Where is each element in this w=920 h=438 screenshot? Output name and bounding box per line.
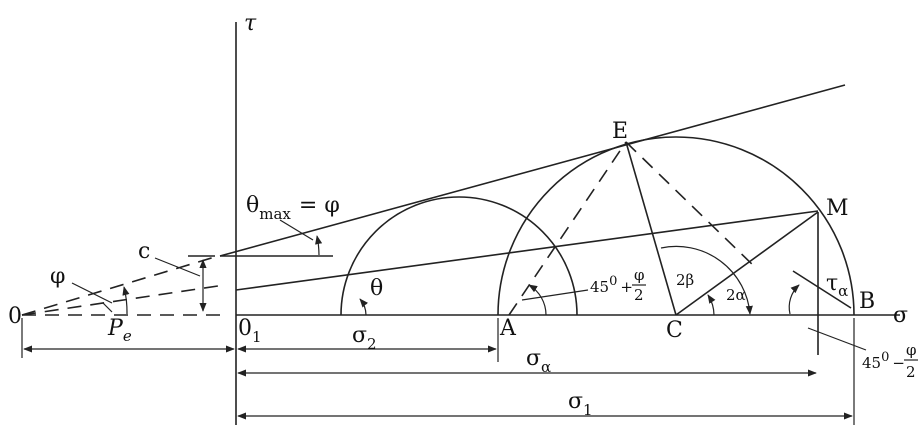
tau-axis-label: τ — [244, 11, 257, 36]
pe-label: Pe — [107, 316, 132, 345]
envelope-line-upper — [219, 84, 846, 257]
phi-angle-arc — [122, 286, 130, 315]
theta-angle-arc — [359, 298, 368, 316]
2alpha-label: 2α — [726, 286, 746, 304]
sigma-axis-label: σ — [893, 303, 908, 328]
dashed-line-top — [21, 255, 219, 316]
sigma2-dim-label: σ2 — [352, 323, 377, 353]
angle-arc-45-plus — [528, 284, 547, 316]
angle-arc-2alpha — [707, 294, 716, 316]
svg-text:450−: 450− — [862, 350, 905, 372]
angle-45-plus-label: 450+ φ 2 — [590, 266, 646, 304]
svg-text:2: 2 — [634, 286, 644, 304]
angle-45-minus-label: 450− φ 2 — [862, 341, 918, 381]
dashed-line-middle — [21, 285, 219, 316]
point-E-label: E — [612, 119, 628, 144]
envelope-line-lower — [235, 210, 819, 291]
line-CE — [625, 141, 677, 316]
dashed-line-EB — [625, 141, 757, 269]
tau-alpha-label: τα — [826, 271, 848, 300]
small-semicircle — [340, 196, 578, 316]
line-tau-alpha-segment — [792, 270, 852, 309]
theta-max-angle-arc — [315, 235, 323, 256]
angle-45-plus-leader — [521, 289, 589, 301]
sigma-alpha-dim-label: σα — [526, 346, 551, 376]
large-semicircle — [497, 136, 855, 316]
origin-01-label: 01 — [238, 316, 262, 346]
svg-text:φ: φ — [906, 341, 917, 359]
point-B-label: B — [859, 289, 875, 314]
angle-45-minus-leader — [807, 327, 867, 351]
origin-0-label: 0 — [8, 304, 22, 329]
phi-label: φ — [50, 264, 65, 289]
theta-label: θ — [370, 276, 383, 301]
phi-leader-line — [71, 282, 113, 304]
pe-tick — [102, 302, 113, 313]
point-A-label: A — [499, 316, 517, 341]
2beta-label: 2β — [676, 271, 694, 289]
line-CM — [675, 211, 819, 316]
angle-arc-2beta — [660, 245, 753, 315]
svg-text:450+: 450+ — [590, 274, 633, 296]
angle-arc-45-minus — [788, 284, 800, 315]
c-leader-line — [154, 257, 201, 277]
theta-max-leader-line — [279, 219, 314, 241]
c-label: c — [138, 239, 150, 264]
point-M-label: M — [826, 196, 849, 221]
theta-max-label: θmax= φ — [246, 193, 340, 223]
svg-text:φ: φ — [634, 266, 645, 284]
svg-text:2: 2 — [906, 363, 916, 381]
point-C-label: C — [666, 318, 683, 343]
sigma1-dim-label: σ1 — [568, 389, 593, 419]
